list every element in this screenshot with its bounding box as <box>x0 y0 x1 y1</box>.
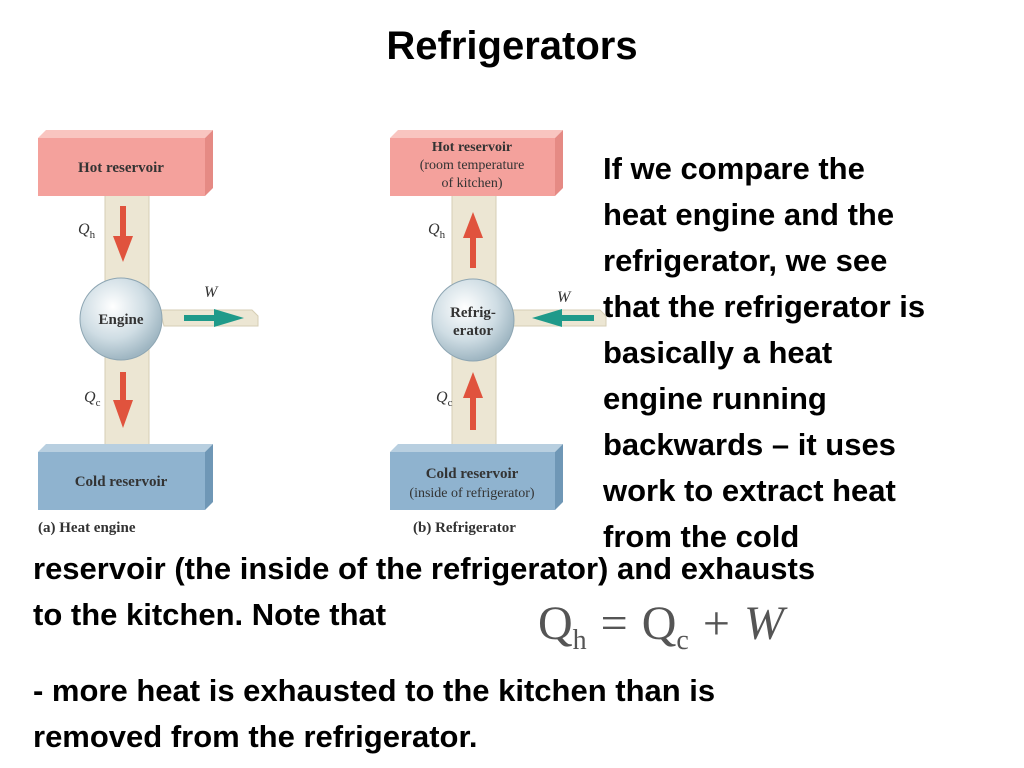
paragraph-line: engine running <box>603 381 827 416</box>
refrigerator-diagram: Hot reservoir (room temperature of kitch… <box>390 130 607 536</box>
paragraph-line: from the cold <box>603 519 800 554</box>
hot-reservoir-label-b: Hot reservoir <box>432 140 512 155</box>
hot-reservoir-box <box>38 130 213 196</box>
equation-w: W <box>743 597 784 650</box>
page-title: Refrigerators <box>386 24 638 68</box>
cold-reservoir-label: Cold reservoir <box>75 474 168 490</box>
paragraph-line: that the refrigerator is <box>603 289 926 324</box>
cold-reservoir-box <box>38 444 213 510</box>
caption-a: (a) Heat engine <box>38 520 136 536</box>
paragraph-line: work to extract heat <box>603 473 896 508</box>
qh-label-a: Qh <box>78 221 96 241</box>
work-arrow-in <box>532 309 594 327</box>
equation-equals: = <box>600 597 628 650</box>
device-label-2: erator <box>453 323 493 339</box>
hot-reservoir-label: Hot reservoir <box>78 160 164 176</box>
bullet-point: - more heat is exhausted to the kitchen … <box>33 668 715 760</box>
equation-qh-sub: h <box>572 625 587 656</box>
continuation-paragraph: reservoir (the inside of the refrigerato… <box>33 546 815 638</box>
cold-reservoir-sub-b: (inside of refrigerator) <box>409 486 534 501</box>
qh-label-b: Qh <box>428 221 446 241</box>
equation-qh: Q <box>538 597 573 650</box>
heat-engine-diagram: Hot reservoir Qh Engine W Qc Cold reserv… <box>38 130 259 536</box>
refrigerator-sphere <box>431 278 515 362</box>
cold-reservoir-label-b: Cold reservoir <box>426 466 519 482</box>
caption-b: (b) Refrigerator <box>413 520 516 536</box>
paragraph-line: reservoir (the inside of the refrigerato… <box>33 551 816 586</box>
energy-equation: Qh=Qc+W <box>538 596 784 657</box>
paragraph-line: to the kitchen. Note that <box>33 597 387 632</box>
device-label-1: Refrig- <box>450 305 496 321</box>
qc-arrow-a <box>113 372 133 428</box>
equation-plus: + <box>702 597 730 650</box>
paragraph-line: heat engine and the <box>603 197 895 232</box>
paragraph-line: - more heat is exhausted to the kitchen … <box>33 673 716 708</box>
qc-label-a: Qc <box>84 389 101 409</box>
w-label-b: W <box>557 289 572 306</box>
comparison-paragraph: If we compare the heat engine and the re… <box>603 146 1023 560</box>
qc-arrow-b <box>463 372 483 430</box>
paragraph-line: refrigerator, we see <box>603 243 888 278</box>
paragraph-line: backwards – it uses <box>603 427 896 462</box>
qh-arrow <box>113 206 133 262</box>
hot-reservoir-sub1-b: (room temperature <box>420 158 525 173</box>
engine-label: Engine <box>98 312 143 328</box>
equation-qc-sub: c <box>676 625 689 656</box>
hot-reservoir-box-b <box>390 130 563 196</box>
engine-sphere <box>79 277 163 361</box>
paragraph-line: If we compare the <box>603 151 865 186</box>
qh-arrow-b <box>463 212 483 268</box>
paragraph-line: basically a heat <box>603 335 833 370</box>
hot-reservoir-sub2-b: of kitchen) <box>441 176 502 191</box>
paragraph-line: removed from the refrigerator. <box>33 719 478 754</box>
cold-reservoir-box-b <box>390 444 563 510</box>
w-label-a: W <box>204 284 219 301</box>
qc-label-b: Qc <box>436 389 453 409</box>
equation-qc: Q <box>641 597 677 650</box>
work-arrow-out <box>184 309 244 327</box>
